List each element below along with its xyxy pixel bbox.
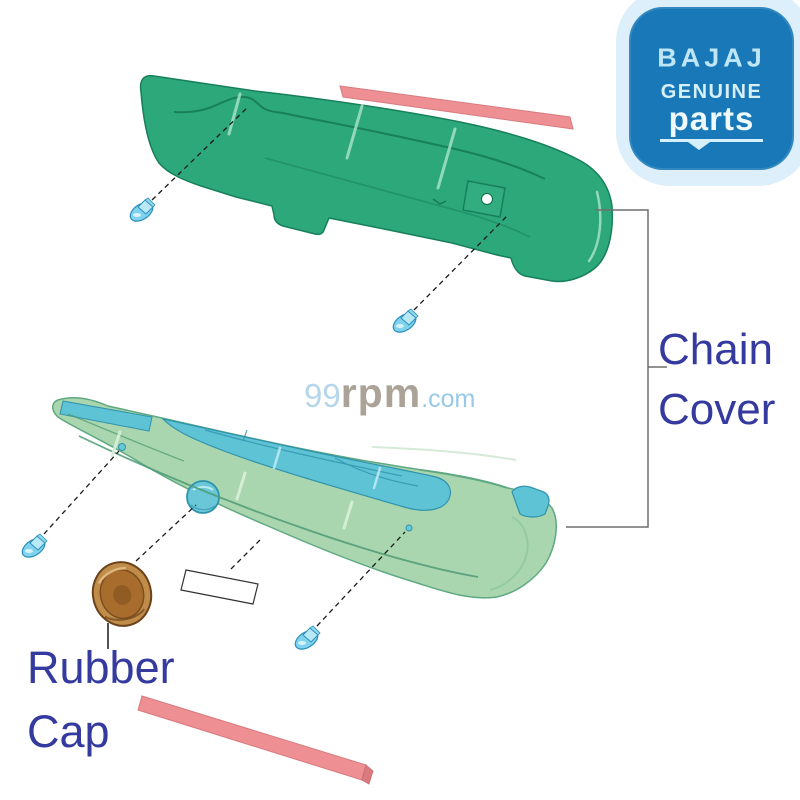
lower-cover-bolt-hole-left <box>118 443 126 451</box>
teal-panel-highlights <box>272 446 382 490</box>
flange-bolt-4 <box>291 625 322 654</box>
watermark-number: 99 <box>304 377 341 414</box>
lower-chain-cover <box>52 397 558 599</box>
flange-bolt-1 <box>126 197 157 226</box>
leader-line-bolt-1 <box>151 105 250 201</box>
rubber-cap <box>91 561 153 627</box>
badge-parts-text: parts <box>668 100 755 137</box>
lower-cover-highlights <box>110 430 354 530</box>
upper-chain-cover <box>139 74 614 283</box>
lower-cover-bolt-hole-right <box>405 524 413 532</box>
leader-line-blank-label <box>230 537 263 570</box>
down-arrow-icon <box>688 142 710 150</box>
leader-lines <box>43 105 509 627</box>
upper-cover-body <box>139 74 614 283</box>
lower-cover-far-rim <box>371 446 517 461</box>
badge-genuine-text: GENUINE <box>660 81 763 103</box>
lower-cover-teal-tab <box>511 485 550 518</box>
teal-panel-detail-lines <box>204 429 419 487</box>
chain-cover-label: Chain Cover <box>658 320 775 440</box>
upper-cover-crease <box>264 157 531 238</box>
rubber-cap-label: Rubber Cap <box>27 636 175 764</box>
lower-cover-folds <box>67 413 529 591</box>
lower-cover-opening <box>407 416 517 476</box>
badge-brand-text: BAJAJ <box>657 43 766 73</box>
cap-boss <box>186 480 220 514</box>
upper-cover-highlights <box>227 92 602 263</box>
upper-cover-notch-mark <box>432 198 447 205</box>
rubber-cap-label-line2: Cap <box>27 706 110 757</box>
leader-line-bolt-3 <box>43 450 120 535</box>
upper-cover-fold-line <box>173 95 546 180</box>
brand-badge: BAJAJ GENUINE parts <box>629 7 794 170</box>
chain-rubber-bottom <box>137 695 374 785</box>
badge-underline-rule <box>660 139 763 142</box>
lower-cover-near-edge <box>419 469 508 489</box>
flange-bolt-2 <box>389 308 420 337</box>
leader-line-rubber-cap <box>135 504 197 562</box>
lower-cover-teal-strip <box>59 400 153 432</box>
chain-cover-label-line1: Chain <box>658 325 773 374</box>
lower-cover-teal-panel <box>161 417 452 511</box>
flange-bolt-3 <box>18 533 49 562</box>
watermark-word: rpm <box>340 370 422 416</box>
upper-cover-bolt-hole <box>481 193 493 205</box>
leader-line-bolt-4 <box>316 531 406 627</box>
rubber-cap-label-line1: Rubber <box>27 642 175 693</box>
chain-cover-bracket <box>566 209 667 528</box>
chain-rubber-top <box>339 85 574 130</box>
blank-callout-label <box>180 569 259 605</box>
chain-cover-label-line2: Cover <box>658 385 776 434</box>
leader-line-bolt-2 <box>413 214 509 311</box>
watermark-tld: .com <box>421 385 476 413</box>
